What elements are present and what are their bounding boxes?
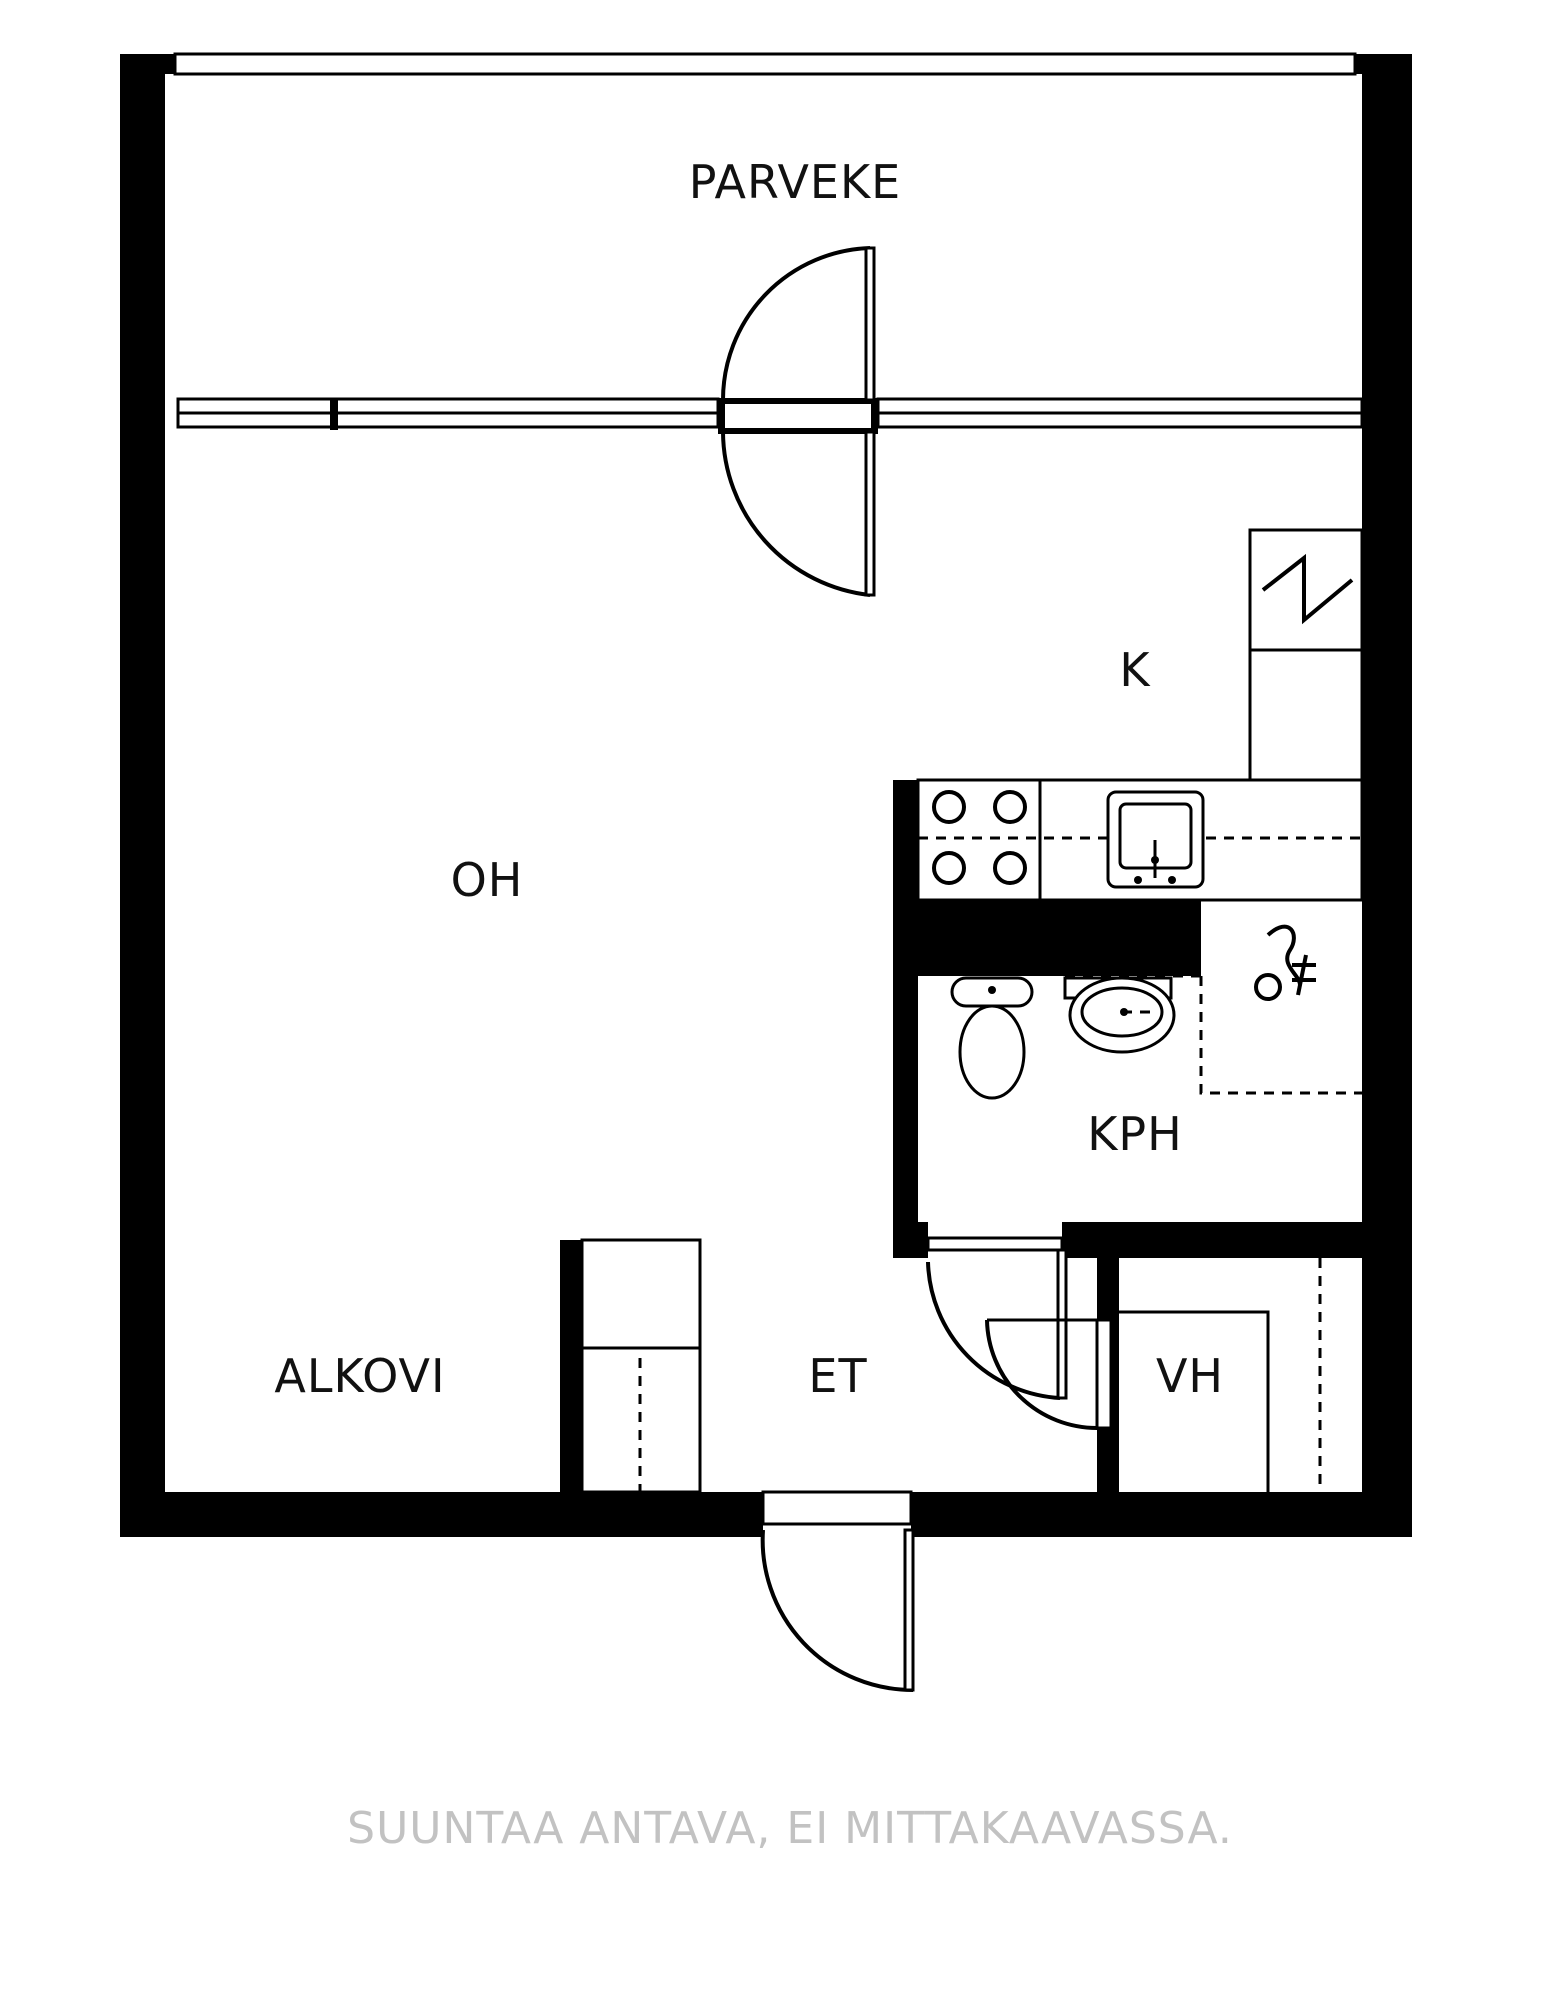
stove-icon	[932, 790, 1027, 885]
kitchen-fridge-cabinet	[1248, 528, 1364, 782]
balcony-glazing	[176, 397, 1364, 434]
toilet-icon	[950, 976, 1034, 1100]
room-label-parveke: PARVEKE	[689, 155, 901, 209]
storage-shelves	[1119, 1258, 1322, 1492]
room-label-kph: KPH	[1087, 1107, 1183, 1161]
bathroom-door	[926, 1236, 1068, 1400]
bathroom-shower-area	[1199, 976, 1362, 1095]
scale-disclaimer: SUUNTAA ANTAVA, EI MITTAKAAVASSA.	[347, 1803, 1233, 1854]
entrance-door	[760, 1490, 915, 1693]
room-label-vh: VH	[1156, 1349, 1224, 1403]
room-label-oh: OH	[451, 853, 524, 907]
balcony-door	[721, 246, 876, 597]
kitchen-sink-icon	[1106, 790, 1205, 889]
room-label-k: K	[1119, 643, 1151, 697]
room-label-et: ET	[808, 1349, 867, 1403]
washbasin-icon	[1063, 974, 1201, 1054]
room-label-alkovi: ALKOVI	[274, 1349, 445, 1403]
balcony-railing	[173, 52, 1357, 76]
bathroom-walls	[893, 780, 1362, 1492]
shower-icon	[1254, 924, 1316, 1001]
storage-door	[985, 1318, 1113, 1430]
alcove-wardrobe	[560, 1238, 702, 1494]
exterior-walls	[120, 54, 1412, 1537]
